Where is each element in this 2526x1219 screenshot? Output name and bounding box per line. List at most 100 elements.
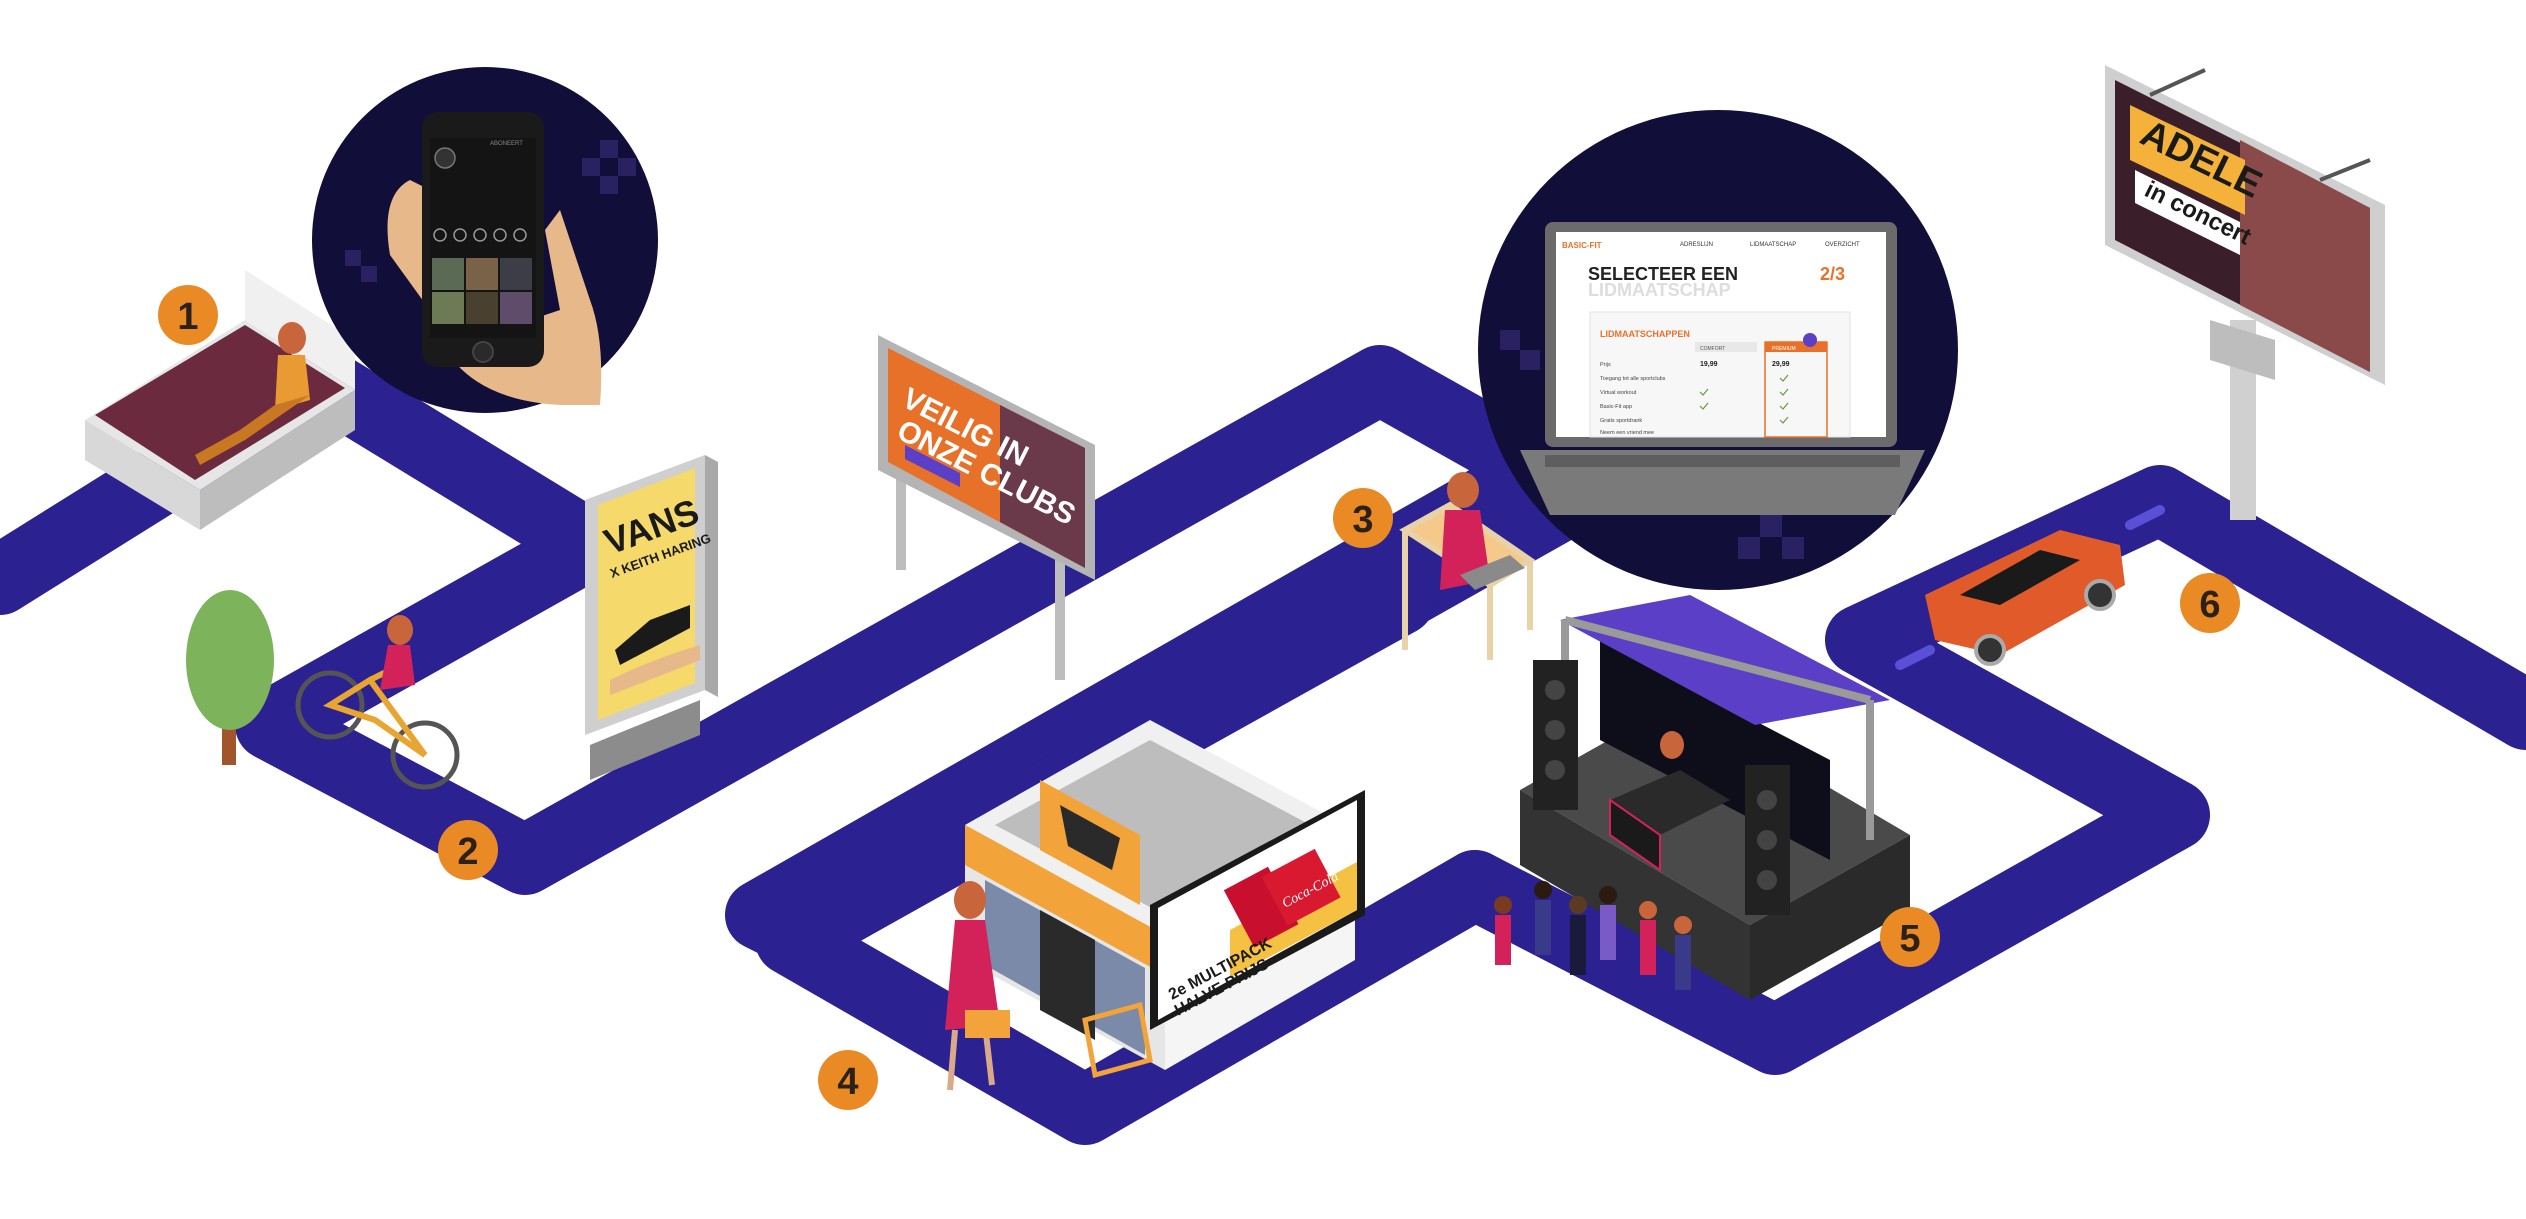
- pixel-pattern-1: [345, 140, 636, 282]
- tree-crown: [186, 590, 274, 730]
- laptop-check-icons: [1699, 374, 1789, 424]
- laptop-price-1: 19,99: [1700, 361, 1718, 368]
- laptop-badge-icon: [1803, 333, 1817, 347]
- person-4-head: [954, 881, 986, 919]
- laptop-card: [1589, 311, 1851, 438]
- stage-side: [1750, 835, 1910, 1000]
- vans-poster-base: [590, 700, 700, 780]
- laptop-nav-2: LIDMAATSCHAP: [1750, 242, 1796, 248]
- store-band: [965, 825, 1165, 975]
- store-door: [1040, 910, 1095, 1040]
- bike-wheel-front: [390, 720, 460, 790]
- chair: [1399, 501, 1536, 660]
- laptop-col2-header: [1765, 342, 1827, 352]
- laptop-nav-1: ADRESLIJN: [1680, 242, 1713, 248]
- dj-booth: [1610, 770, 1730, 835]
- step-2-scene: VANS X KEITH HARING VEILIG IN ONZE CLUBS…: [186, 335, 1095, 880]
- laptop-step: 2/3: [1820, 264, 1845, 284]
- laptop-row-5: Gratis sportdrank: [1600, 418, 1642, 424]
- step-3-scene: BASIC-FIT ADRESLIJN LIDMAATSCHAP OVERZIC…: [1333, 110, 1958, 660]
- step-2-marker: [438, 820, 498, 880]
- bed-front: [200, 390, 355, 530]
- person-3-laptop: [1460, 555, 1525, 590]
- laptop-col2-label: PREMIUM: [1772, 346, 1796, 352]
- cyclist-head: [387, 615, 413, 645]
- adele-billboard-bracket: [2210, 320, 2275, 380]
- person-1-head: [278, 322, 306, 354]
- cyclist-body: [380, 645, 415, 690]
- step-4-marker: [818, 1050, 878, 1110]
- speaker-right: [1745, 765, 1790, 915]
- adele-subtitle-box: [2135, 170, 2240, 255]
- laptop-col2-outline: [1764, 341, 1828, 438]
- billboard-lights: [2149, 68, 2371, 182]
- step-6-number: 6: [2199, 584, 2220, 626]
- club-billboard-pole-2: [1055, 560, 1065, 680]
- step-6-scene: ADELE in concert 6: [1925, 65, 2385, 666]
- step-3-number: 3: [1352, 499, 1373, 541]
- car-wheel-front: [2084, 579, 2116, 611]
- step-5-marker: [1880, 907, 1940, 967]
- road-segment-1: [0, 345, 1575, 970]
- phone-stories: [433, 228, 527, 242]
- laptop-section-title: LIDMAATSCHAPPEN: [1600, 329, 1690, 339]
- step-5-number: 5: [1899, 918, 1920, 960]
- store-cart-icon: [1060, 805, 1120, 870]
- bed-side: [85, 420, 200, 530]
- shopping-basket: [965, 1010, 1010, 1038]
- person-3-head: [1447, 472, 1479, 508]
- step-3-marker: [1333, 488, 1393, 548]
- vans-hand: [610, 645, 700, 695]
- adele-title-box: [2130, 105, 2245, 215]
- person-1-legs: [195, 395, 310, 465]
- step-6-marker: [2180, 573, 2240, 633]
- person-1-body: [275, 355, 310, 410]
- speaker-left: [1533, 660, 1578, 810]
- step-1-scene: ABONEERT 1: [85, 67, 658, 530]
- crowd: [1494, 881, 1692, 990]
- road-lane-marks: [1895, 505, 2165, 670]
- club-billboard-photo: [1000, 405, 1085, 568]
- step-1-marker: [158, 285, 218, 345]
- pixel-pattern-3: [1500, 330, 1804, 559]
- laptop-row-2: Toegang tot alle sportclubs: [1600, 376, 1666, 382]
- laptop-keyboard: [1545, 455, 1900, 467]
- step-1-number: 1: [177, 296, 198, 338]
- phone-home-button: [472, 341, 494, 363]
- club-billboard-button: [905, 445, 960, 487]
- club-billboard-pole-1: [896, 460, 906, 570]
- laptop-row-6: Neem een vriend mee: [1600, 430, 1654, 436]
- shopping-cart: [1082, 1001, 1153, 1079]
- laptop-row-4: Basic-Fit app: [1600, 404, 1632, 410]
- laptop-col1-header: [1695, 342, 1757, 352]
- stage-top: [1520, 700, 1910, 925]
- bike-wheel-back: [295, 670, 365, 740]
- car-wheel-back: [1974, 634, 2006, 666]
- laptop-col1-label: COMFORT: [1700, 346, 1725, 352]
- laptop-price-2: 29,99: [1772, 361, 1790, 368]
- road-segment-4: [1440, 465, 2526, 1075]
- adele-billboard-photo: [2240, 140, 2370, 372]
- vans-poster-side: [705, 455, 718, 697]
- phone-profile-icon: [434, 147, 456, 169]
- person-4-dress: [945, 920, 1000, 1030]
- stage-front: [1520, 790, 1750, 1000]
- hand: [387, 180, 602, 405]
- step-5-scene: 5: [1494, 595, 1940, 1000]
- dj-booth-front: [1609, 798, 1661, 872]
- laptop-row-1: Prijs: [1600, 362, 1611, 368]
- step-4-number: 4: [837, 1061, 858, 1103]
- coca-cola-multipack: [1223, 848, 1341, 948]
- car-windows: [1960, 550, 2080, 605]
- phone-profile-label: ABONEERT: [490, 141, 523, 147]
- laptop-rows: Prijs Toegang tot alle sportclubs Virtua…: [1600, 362, 1666, 436]
- laptop-heading-2: LIDMAATSCHAP: [1588, 280, 1731, 300]
- laptop-row-3: Virtual workout: [1600, 390, 1637, 396]
- dj-head: [1660, 731, 1684, 759]
- laptop-logo: BASIC-FIT: [1562, 241, 1602, 250]
- vans-shoe: [615, 605, 690, 665]
- laptop-heading: SELECTEER EEN: [1588, 264, 1738, 284]
- laptop-nav-3: OVERZICHT: [1825, 242, 1860, 248]
- step-4-scene: Coca-Cola 2e MULTIPACK HALVE PRIJS 4: [818, 720, 1365, 1110]
